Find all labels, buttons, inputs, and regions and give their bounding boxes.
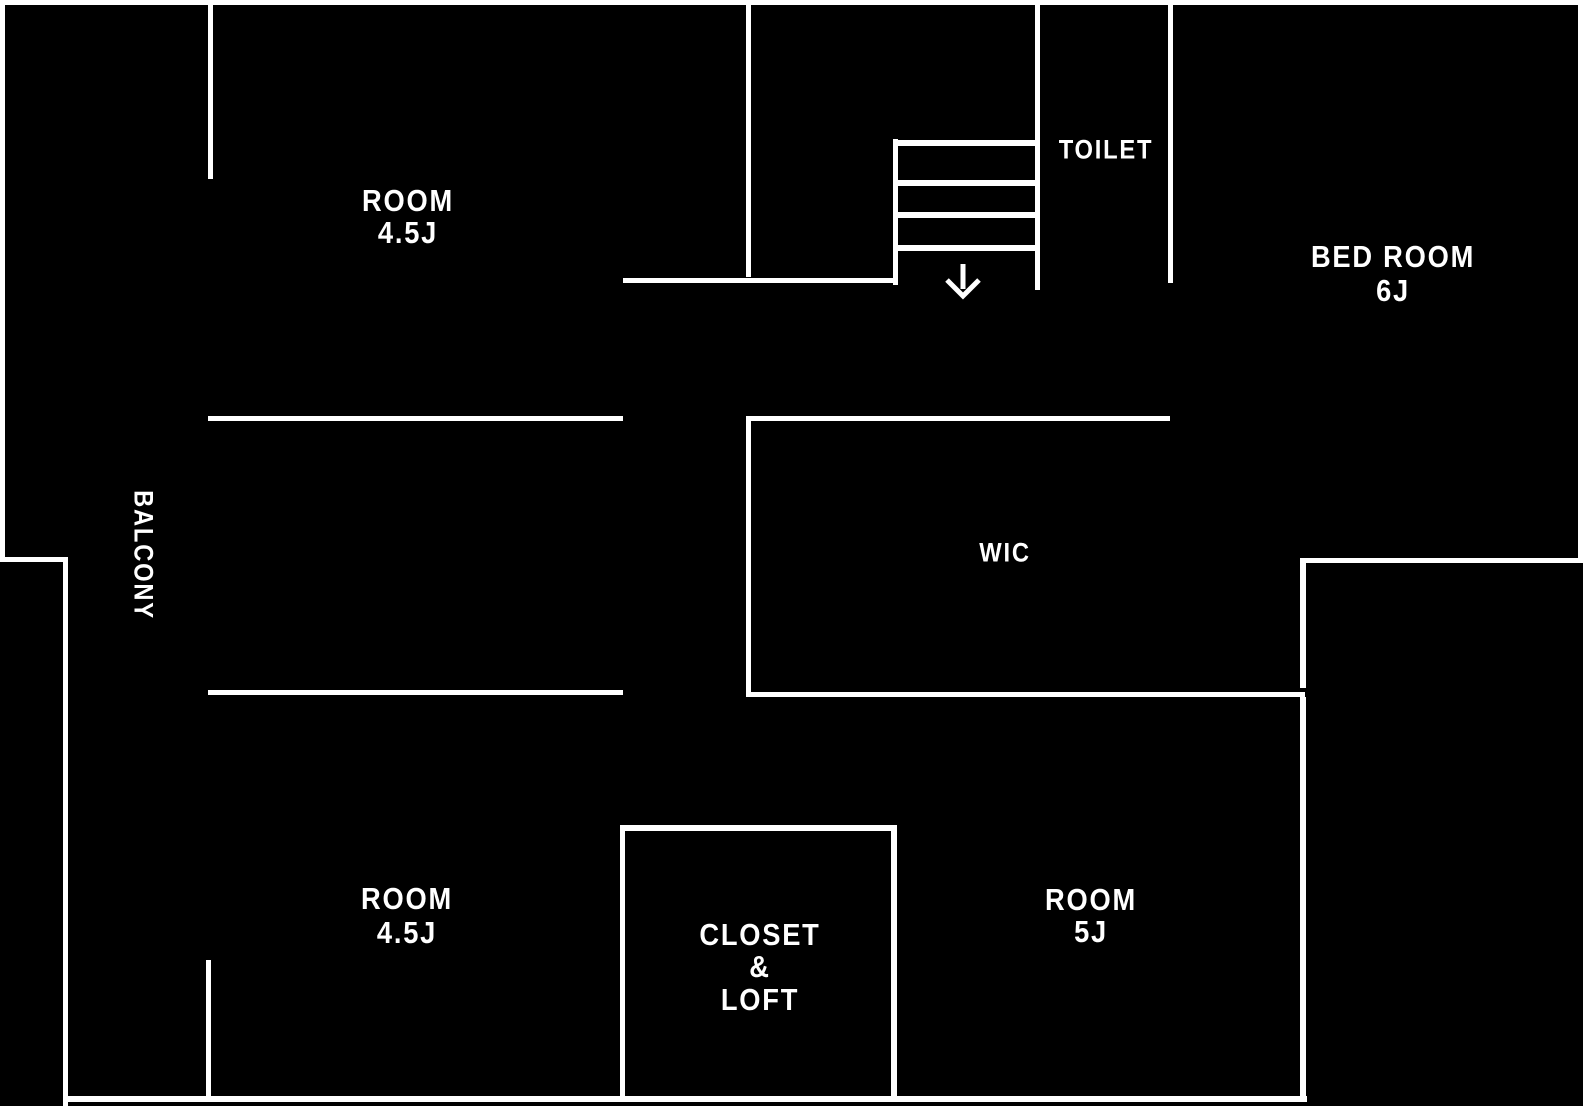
room-label-balcony: BALCONY bbox=[128, 490, 159, 620]
closet-left-wall bbox=[620, 825, 625, 1096]
wic-top-wall bbox=[746, 416, 1170, 421]
room-label-bed-room-6j: 6J bbox=[1376, 273, 1410, 308]
room-label-closet-loft: LOFT bbox=[720, 982, 800, 1017]
room-label-room-4-5j-bottom: 4.5J bbox=[376, 915, 438, 950]
room-label-room-4-5j-top: ROOM bbox=[362, 183, 454, 218]
stair-tread-3 bbox=[893, 212, 1037, 218]
wic-bottom-wall bbox=[746, 692, 1305, 697]
room-label-room-5j: ROOM bbox=[1045, 882, 1137, 917]
stairs-down-arrow-icon bbox=[945, 264, 981, 300]
room-top-left-wall bbox=[208, 5, 213, 179]
right-notch-vertical-b bbox=[1300, 697, 1306, 1096]
right-notch-vertical-a bbox=[1300, 558, 1306, 688]
stair-tread-2 bbox=[893, 180, 1037, 186]
right-notch-horizontal bbox=[1300, 558, 1583, 563]
border-right bbox=[1578, 0, 1583, 563]
room-label-room-5j: 5J bbox=[1074, 914, 1108, 949]
room-label-closet-loft: CLOSET bbox=[699, 917, 821, 952]
toilet-left-wall bbox=[1035, 5, 1040, 290]
border-top bbox=[0, 0, 1583, 5]
room-label-wic: WIC bbox=[979, 537, 1031, 568]
room-top-right-wall bbox=[746, 5, 751, 277]
room-label-toilet: TOILET bbox=[1058, 134, 1154, 165]
room-label-room-4-5j-bottom: ROOM bbox=[361, 881, 453, 916]
room-bottom-left-wall bbox=[206, 960, 211, 1096]
room-label-room-4-5j-top: 4.5J bbox=[377, 215, 439, 250]
left-step-horizontal bbox=[0, 557, 68, 562]
toilet-right-wall bbox=[1168, 5, 1173, 283]
left-step-vertical bbox=[63, 557, 68, 1106]
balcony-lower-partition bbox=[208, 690, 623, 695]
room-label-closet-loft: & bbox=[749, 949, 771, 984]
border-bottom bbox=[63, 1096, 1307, 1102]
closet-top-wall bbox=[620, 825, 897, 831]
stair-tread-4 bbox=[893, 245, 1037, 251]
stair-tread-1 bbox=[893, 140, 1037, 146]
wic-left-wall bbox=[746, 416, 751, 697]
hall-bottom-wall bbox=[623, 278, 897, 283]
closet-right-wall bbox=[891, 825, 897, 1096]
room-label-bed-room-6j: BED ROOM bbox=[1310, 239, 1476, 274]
balcony-upper-partition bbox=[208, 416, 623, 421]
border-left bbox=[0, 0, 5, 562]
